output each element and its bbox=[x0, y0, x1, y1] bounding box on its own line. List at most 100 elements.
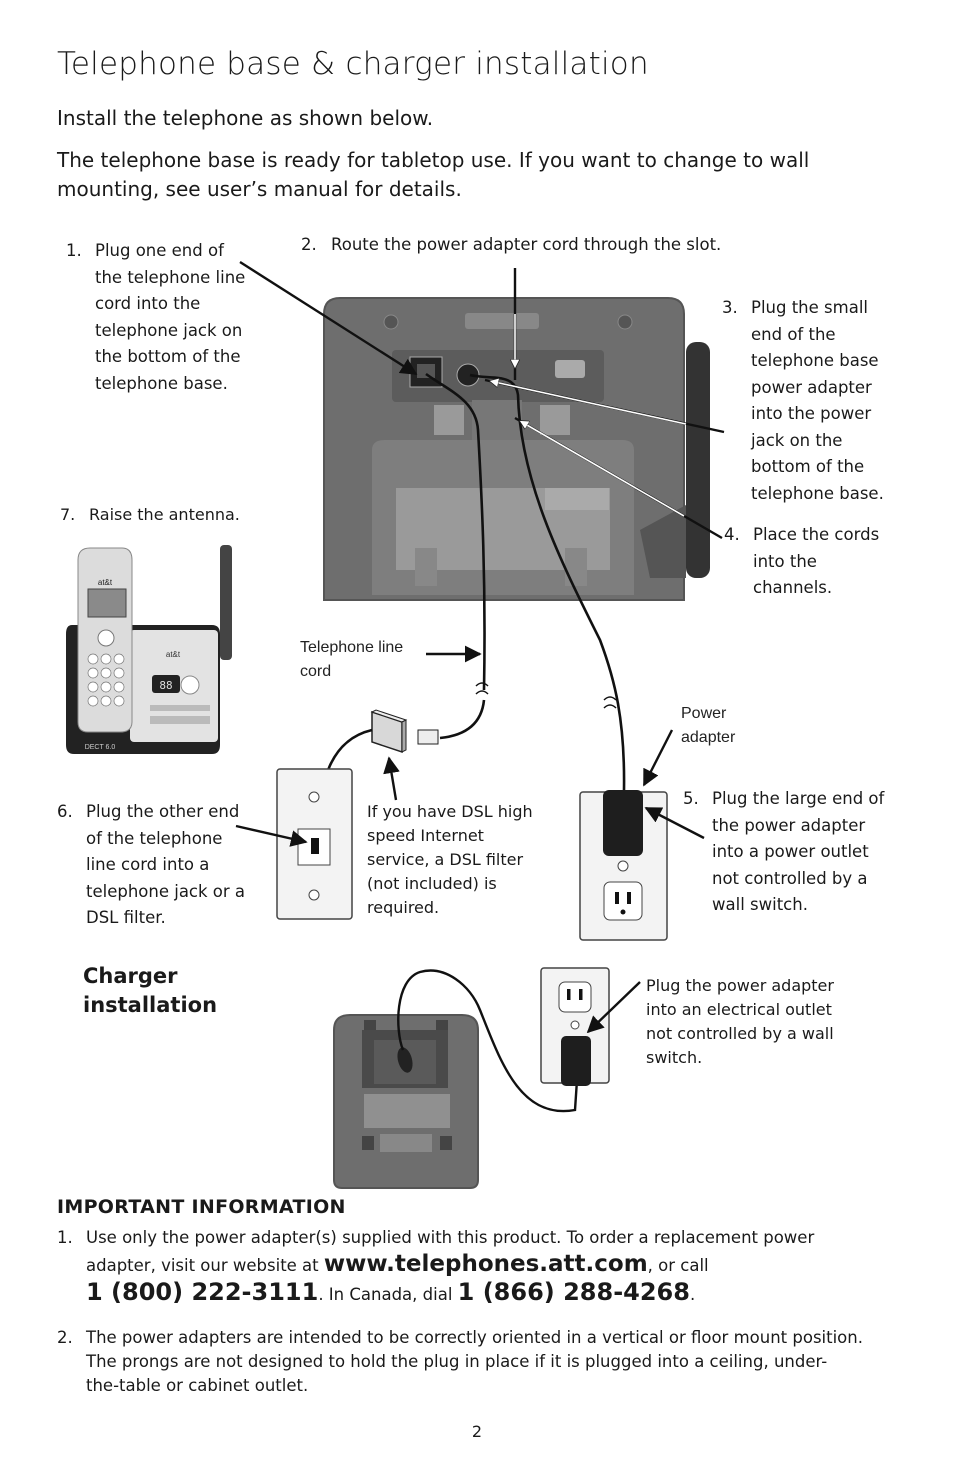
item-text: , or call bbox=[647, 1256, 709, 1275]
step-line: end of the bbox=[751, 324, 836, 344]
step-line: the power adapter bbox=[712, 815, 866, 835]
step-line: cord into the bbox=[95, 294, 201, 313]
base-brand: at&t bbox=[166, 650, 181, 659]
note-line: not controlled by a wall bbox=[646, 1024, 834, 1043]
website-link[interactable]: www.telephones.att.com bbox=[323, 1251, 648, 1277]
step-line: telephone base. bbox=[95, 373, 228, 393]
power-adapter-cord bbox=[469, 373, 626, 791]
telephone-base bbox=[323, 297, 710, 601]
callout-arrow bbox=[383, 756, 400, 801]
callout-arrow bbox=[490, 381, 687, 425]
telephone-line-cord-label: Telephone line cord bbox=[300, 636, 403, 684]
intro-text: Install the telephone as shown below. bbox=[57, 106, 434, 130]
label-line: Power bbox=[681, 705, 727, 722]
step-number: 7. bbox=[60, 505, 76, 524]
step-line: Place the cords bbox=[753, 525, 880, 544]
item-text: . bbox=[689, 1285, 696, 1304]
item-number: 1. bbox=[57, 1228, 73, 1247]
step-2: 2. Route the power adapter cord through … bbox=[301, 232, 761, 259]
step-3: 3. Plug the small end of the telephone b… bbox=[722, 295, 922, 507]
step-line: telephone jack or a bbox=[86, 881, 246, 901]
step-6: 6. Plug the other end of the telephone l… bbox=[57, 799, 267, 932]
note-line: into an electrical outlet bbox=[646, 1000, 832, 1019]
dsl-filter-note: If you have DSL high speed Internet serv… bbox=[367, 800, 567, 920]
power-outlet bbox=[579, 790, 668, 941]
screw-icon bbox=[617, 314, 633, 330]
power-adapter-label: Power adapter bbox=[681, 702, 735, 750]
item-line: the-table or cabinet outlet. bbox=[86, 1376, 309, 1395]
screw-icon bbox=[383, 314, 399, 330]
important-item-1: 1. Use only the power adapter(s) supplie… bbox=[57, 1226, 917, 1307]
phone-jack-port bbox=[417, 364, 435, 378]
label-line: adapter bbox=[681, 729, 736, 746]
telephone-line-cord-end bbox=[439, 699, 486, 740]
note-line: Plug the power adapter bbox=[646, 976, 834, 995]
base-clip bbox=[415, 548, 437, 586]
power-adapter-icon bbox=[603, 790, 643, 856]
jack-panel bbox=[392, 350, 604, 402]
charger-outlet bbox=[540, 967, 610, 1086]
page-title: Telephone base & charger installation bbox=[57, 46, 649, 82]
note-line: (not included) is bbox=[367, 874, 497, 893]
charger-plug-icon bbox=[397, 1047, 413, 1073]
step-line: into the bbox=[753, 551, 817, 571]
dect-badge: DECT 6.0 bbox=[85, 744, 116, 751]
label-line: Telephone line bbox=[300, 639, 404, 656]
cord-break-icon bbox=[603, 696, 617, 709]
step-line: into a power outlet bbox=[712, 842, 869, 861]
cord-channel bbox=[540, 405, 570, 435]
step-line: not controlled by a bbox=[712, 868, 868, 888]
play-button-icon bbox=[180, 675, 200, 695]
callout-arrow bbox=[239, 260, 418, 376]
step-line: telephone base bbox=[751, 351, 879, 370]
antenna-icon bbox=[220, 545, 232, 660]
mounting-note: The telephone base is ready for tabletop… bbox=[57, 146, 809, 204]
canada-phone-number[interactable]: 1 (866) 288-4268 bbox=[457, 1278, 690, 1306]
power-adapter-icon bbox=[561, 1036, 591, 1086]
step-text: Raise the antenna. bbox=[89, 505, 240, 524]
cord-channel bbox=[434, 405, 464, 435]
label-tab bbox=[545, 488, 609, 510]
step-number: 3. bbox=[722, 298, 738, 317]
step-5: 5. Plug the large end of the power adapt… bbox=[683, 786, 923, 919]
step-line: into the power bbox=[751, 404, 872, 423]
base-antenna-side bbox=[686, 342, 710, 578]
mounting-note-line-1: The telephone base is ready for tabletop… bbox=[57, 148, 810, 172]
base-slot bbox=[465, 313, 539, 329]
step-line: Plug the small bbox=[751, 298, 868, 317]
step-line: jack on the bbox=[751, 430, 843, 450]
base-clip bbox=[565, 548, 587, 586]
item-line: 1 (800) 222-3111. In Canada, dial 1 (866… bbox=[86, 1280, 917, 1307]
telephone-line-cord bbox=[425, 372, 486, 691]
callout-arrow bbox=[520, 421, 685, 517]
callout-arrow bbox=[644, 806, 705, 840]
note-line: speed Internet bbox=[367, 826, 484, 845]
item-line: adapter, visit our website at www.teleph… bbox=[86, 1252, 917, 1278]
callout-arrow bbox=[235, 824, 308, 847]
step-line: DSL filter. bbox=[86, 908, 166, 927]
step-line: wall switch. bbox=[712, 895, 808, 914]
charger-cord bbox=[397, 969, 579, 1113]
step-number: 5. bbox=[683, 789, 699, 808]
item-line: The power adapters are intended to be co… bbox=[86, 1328, 863, 1347]
handset-brand: at&t bbox=[98, 578, 113, 587]
step-line: telephone base. bbox=[751, 483, 884, 503]
base-foot bbox=[640, 505, 686, 578]
page-number: 2 bbox=[471, 1422, 483, 1441]
note-line: switch. bbox=[646, 1048, 703, 1067]
power-jack-icon bbox=[456, 363, 480, 387]
note-line: If you have DSL high bbox=[367, 802, 533, 821]
wall-phone-jack bbox=[276, 768, 353, 920]
callout-arrow bbox=[642, 729, 674, 787]
item-text: . In Canada, dial bbox=[318, 1285, 458, 1304]
label-line: cord bbox=[300, 663, 332, 680]
step-4: 4. Place the cords into the channels. bbox=[724, 522, 924, 602]
switch-icon bbox=[555, 360, 585, 378]
step-line: the bottom of the bbox=[95, 347, 241, 366]
callout-arrow bbox=[586, 981, 641, 1034]
us-phone-number[interactable]: 1 (800) 222-3111 bbox=[86, 1278, 319, 1306]
heading-line: Charger bbox=[83, 964, 178, 988]
base-display bbox=[152, 675, 180, 693]
step-number: 6. bbox=[57, 802, 73, 821]
